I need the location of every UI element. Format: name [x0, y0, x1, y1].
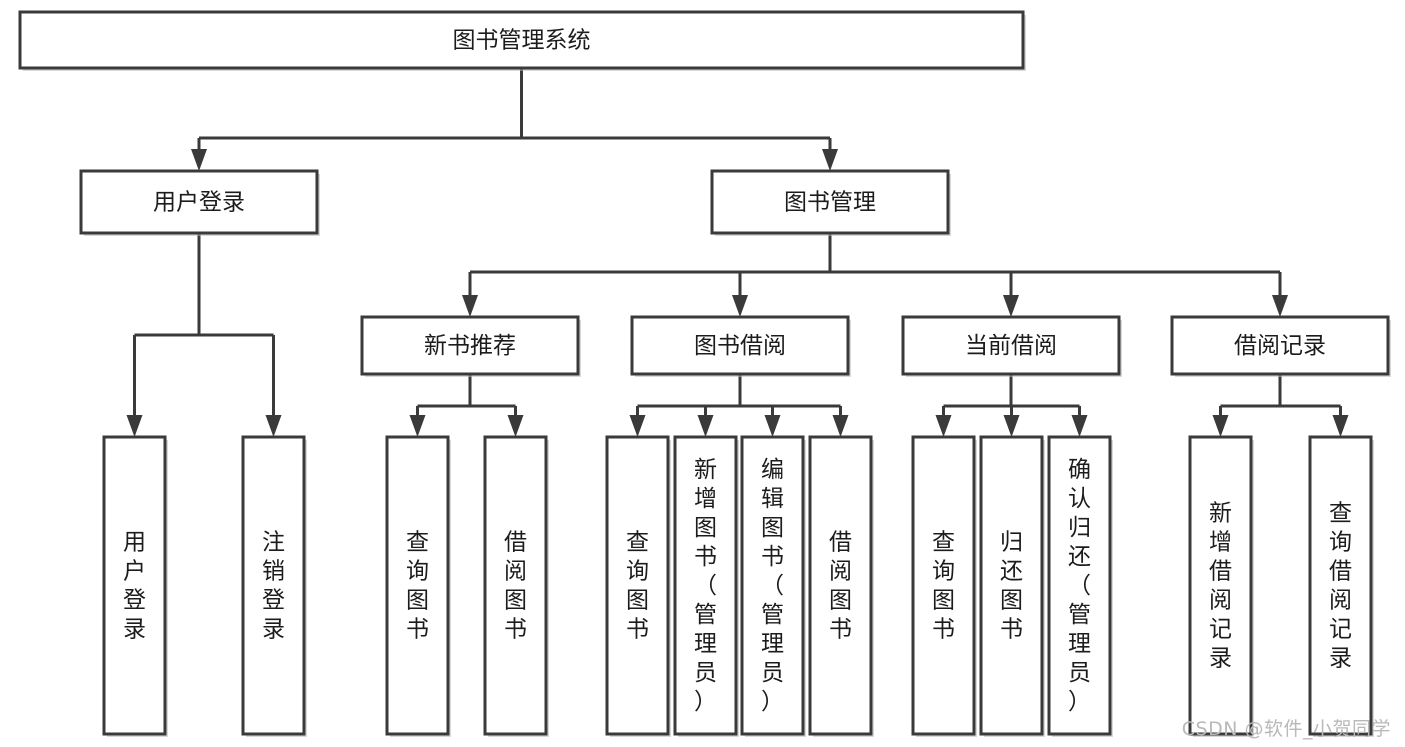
node-record[interactable]: 借阅记录 — [1170, 315, 1391, 377]
node-box[interactable] — [979, 435, 1044, 736]
arrow-head-icon — [697, 415, 714, 437]
node-box[interactable] — [483, 435, 548, 736]
node-leaf-query-record[interactable]: 查询借阅记录 — [1308, 435, 1374, 737]
node-label: 用户登录 — [123, 530, 146, 643]
node-label: 图书管理系统 — [453, 28, 591, 54]
node-leaf-query-book-1[interactable]: 查询图书 — [385, 435, 451, 737]
node-leaf-add-record[interactable]: 新增借阅记录 — [1188, 435, 1254, 737]
node-label: 确认归还（管理员） — [1068, 457, 1091, 715]
node-label: 归还图书 — [1000, 530, 1023, 643]
arrow-head-icon — [1071, 415, 1088, 437]
node-label: 借阅图书 — [504, 530, 527, 643]
node-box[interactable] — [241, 435, 306, 736]
node-leaf-query-book-3[interactable]: 查询图书 — [911, 435, 977, 737]
node-box[interactable] — [79, 169, 319, 235]
node-label: 用户登录 — [153, 190, 245, 216]
arrow-head-icon — [832, 415, 849, 437]
node-box[interactable] — [1308, 435, 1373, 736]
arrow-head-icon — [732, 295, 748, 317]
node-current[interactable]: 当前借阅 — [901, 315, 1122, 377]
node-leaf-confirm-return[interactable]: 确认归还（管理员） — [1047, 435, 1113, 737]
arrow-head-icon — [507, 415, 524, 437]
node-box[interactable] — [710, 169, 950, 235]
node-label: 注销登录 — [262, 530, 285, 643]
arrow-head-icon — [126, 415, 143, 437]
arrow-head-icon — [629, 415, 646, 437]
arrow-head-icon — [764, 415, 781, 437]
node-box[interactable] — [1188, 435, 1253, 736]
node-label: 新增图书（管理员） — [694, 457, 717, 715]
node-box[interactable] — [360, 315, 580, 376]
node-box[interactable] — [901, 315, 1121, 376]
arrow-head-icon — [462, 295, 478, 317]
node-newbook[interactable]: 新书推荐 — [360, 315, 581, 377]
node-bookmgr[interactable]: 图书管理 — [710, 169, 951, 236]
node-login[interactable]: 用户登录 — [79, 169, 320, 236]
node-label: 查询图书 — [406, 530, 429, 643]
node-box[interactable] — [1047, 435, 1112, 736]
node-label: 新增借阅记录 — [1209, 501, 1232, 672]
node-root[interactable]: 图书管理系统 — [18, 10, 1026, 71]
arrow-head-icon — [191, 149, 207, 171]
arrow-head-icon — [1272, 295, 1288, 317]
node-label: 图书管理 — [784, 190, 876, 216]
arrow-head-icon — [822, 149, 838, 171]
arrow-head-icon — [1003, 415, 1020, 437]
node-label: 借阅记录 — [1234, 333, 1326, 359]
node-label: 查询借阅记录 — [1329, 501, 1352, 672]
node-box[interactable] — [673, 435, 738, 736]
arrow-head-icon — [1212, 415, 1229, 437]
node-label: 新书推荐 — [424, 333, 516, 359]
node-label: 编辑图书（管理员） — [761, 457, 784, 715]
nodes-layer: 图书管理系统用户登录图书管理新书推荐图书借阅当前借阅借阅记录用户登录注销登录查询… — [18, 10, 1391, 737]
node-leaf-return-book[interactable]: 归还图书 — [979, 435, 1045, 737]
watermark-text: CSDN @软件_小贺同学 — [1181, 718, 1391, 740]
arrow-head-icon — [1332, 415, 1349, 437]
node-box[interactable] — [102, 435, 167, 736]
node-leaf-user-login[interactable]: 用户登录 — [102, 435, 168, 737]
node-box[interactable] — [1170, 315, 1390, 376]
node-label: 当前借阅 — [965, 333, 1057, 359]
node-box[interactable] — [808, 435, 873, 736]
node-box[interactable] — [630, 315, 850, 376]
edges-layer — [126, 68, 1349, 437]
arrow-head-icon — [409, 415, 426, 437]
node-box[interactable] — [911, 435, 976, 736]
node-box[interactable] — [740, 435, 805, 736]
node-label: 查询图书 — [626, 530, 649, 643]
node-leaf-query-book-2[interactable]: 查询图书 — [605, 435, 671, 737]
node-label: 查询图书 — [932, 530, 955, 643]
node-box[interactable] — [18, 10, 1025, 70]
node-box[interactable] — [385, 435, 450, 736]
node-leaf-borrow-book-2[interactable]: 借阅图书 — [808, 435, 874, 737]
node-leaf-edit-book[interactable]: 编辑图书（管理员） — [740, 435, 806, 737]
node-label: 借阅图书 — [829, 530, 852, 643]
node-label: 图书借阅 — [694, 333, 786, 359]
node-leaf-borrow-book-1[interactable]: 借阅图书 — [483, 435, 549, 737]
node-box[interactable] — [605, 435, 670, 736]
node-leaf-add-book[interactable]: 新增图书（管理员） — [673, 435, 739, 737]
arrow-head-icon — [935, 415, 952, 437]
node-borrow[interactable]: 图书借阅 — [630, 315, 851, 377]
arrow-head-icon — [265, 415, 282, 437]
node-leaf-user-logout[interactable]: 注销登录 — [241, 435, 307, 737]
arrow-head-icon — [1003, 295, 1019, 317]
